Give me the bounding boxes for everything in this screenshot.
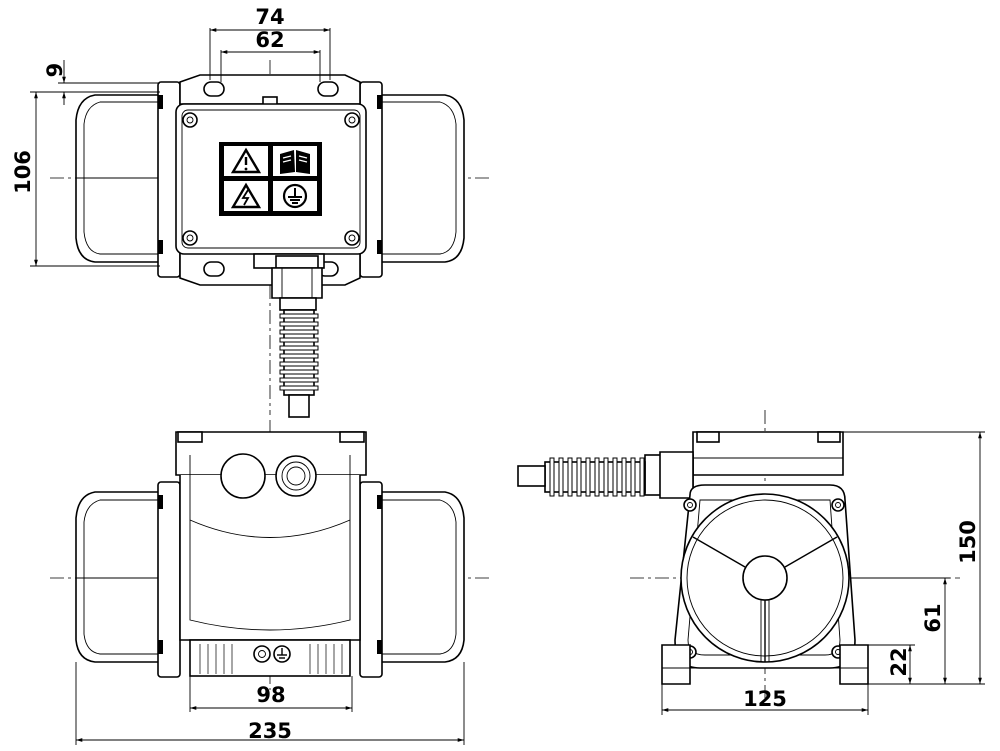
top-view <box>50 60 490 418</box>
dimension-labels: 74 62 9 106 98 235 125 150 61 22 <box>11 5 980 743</box>
dim-top-inner-width: 62 <box>255 28 284 52</box>
ground-symbol-icon <box>277 648 287 659</box>
dim-front-bolt-spacing: 98 <box>256 683 285 707</box>
cable-rib <box>279 337 319 343</box>
dimension-lines <box>30 28 985 745</box>
cable-rib <box>549 457 555 497</box>
dim-top-offset: 9 <box>43 63 67 78</box>
dim-front-total-width: 235 <box>248 719 292 743</box>
side-view <box>517 410 960 700</box>
cable-rib <box>576 457 582 497</box>
dim-top-height: 106 <box>11 150 35 194</box>
cable-rib <box>639 457 645 497</box>
cable-rib <box>279 369 319 375</box>
dim-side-foot-height: 22 <box>887 647 911 676</box>
cable-rib <box>279 313 319 319</box>
cable-rib <box>621 457 627 497</box>
cable-rib <box>279 353 319 359</box>
dim-side-axis-height: 61 <box>921 603 945 632</box>
cable-rib <box>279 385 319 391</box>
cable-rib <box>603 457 609 497</box>
dim-side-base-width: 125 <box>743 687 787 711</box>
dim-side-total-height: 150 <box>956 520 980 564</box>
cable-rib <box>630 457 636 497</box>
cable-rib <box>594 457 600 497</box>
cable-rib <box>279 321 319 327</box>
ground-symbol-icon <box>282 183 308 209</box>
dim-top-outer-width: 74 <box>255 5 284 29</box>
warning-triangle-icon <box>230 147 262 174</box>
cable-rib <box>612 457 618 497</box>
cable-rib <box>279 345 319 351</box>
cable-rib <box>279 329 319 335</box>
electric-hazard-icon <box>230 182 262 209</box>
cable-rib <box>279 361 319 367</box>
cable-rib <box>558 457 564 497</box>
manual-book-icon <box>280 150 310 174</box>
front-view <box>50 420 490 690</box>
foot-hatching <box>199 644 343 674</box>
cable-rib <box>567 457 573 497</box>
cable-rib <box>585 457 591 497</box>
cable-rib <box>279 377 319 383</box>
